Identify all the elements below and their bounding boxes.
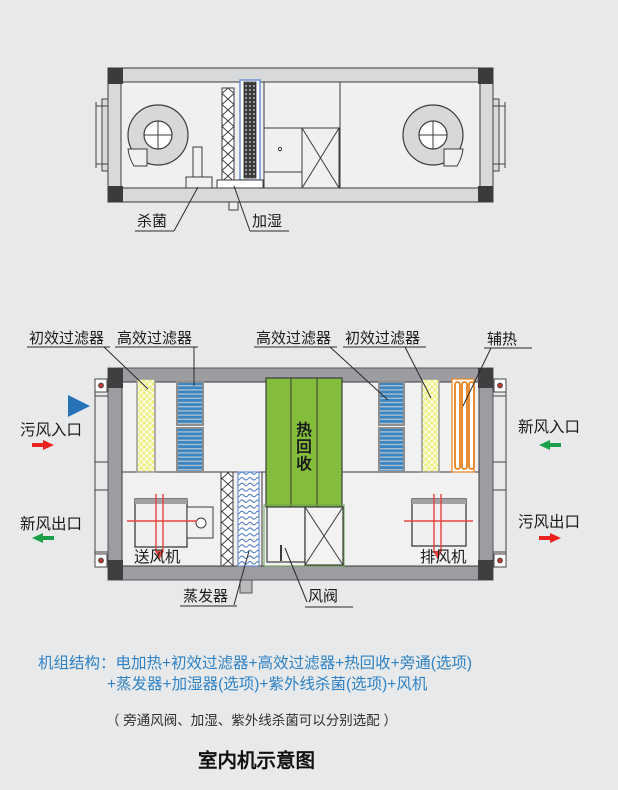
callout-hepa-filter-right: 高效过滤器 — [254, 330, 389, 401]
side-view-diagram: 杀菌 加湿 — [95, 67, 506, 232]
corner-block — [478, 560, 493, 580]
pre-filter-right — [421, 378, 440, 473]
fresh-air-inlet-arrow — [539, 440, 561, 450]
hepa-filter-left-label: 高效过滤器 — [117, 330, 192, 347]
flow-direction-triangle — [68, 395, 90, 417]
fan-scroll-right — [402, 104, 464, 167]
pre-filter-left-label: 初效过滤器 — [29, 330, 104, 347]
pre-filter-right-label: 初效过滤器 — [345, 330, 420, 347]
fresh-air-outlet-label: 新风出口 — [20, 515, 82, 533]
humidifier-frame-truss — [221, 87, 235, 181]
sterilize-label: 杀菌 — [137, 213, 167, 230]
callout-aux-heater: 辅热 — [462, 331, 532, 407]
heat-recovery-char-2: 回 — [296, 438, 312, 456]
unit-structure-line-1: 机组结构：电加热+初效过滤器+高效过滤器+热回收+旁通(选项) — [38, 655, 473, 672]
heat-recovery-core: 热 回 收 — [265, 377, 343, 508]
drain-stub — [239, 579, 253, 594]
callout-sterilize: 杀菌 — [135, 186, 199, 232]
callout-pre-filter-left: 初效过滤器 — [27, 330, 149, 390]
left-duct-flange — [95, 98, 109, 172]
bolt — [94, 378, 108, 393]
callout-evaporator: 蒸发器 — [180, 550, 250, 607]
corner-block — [108, 186, 123, 202]
corner-block — [478, 68, 493, 84]
heat-recovery-char-1: 热 — [296, 420, 312, 439]
supply-fan-label: 送风机 — [134, 548, 181, 566]
humidify-label: 加湿 — [252, 213, 282, 230]
aux-heater-coil — [451, 378, 475, 473]
callout-humidify: 加湿 — [233, 185, 289, 232]
callout-air-valve: 风阀 — [284, 547, 353, 608]
evaporator-label: 蒸发器 — [183, 588, 228, 605]
dirty-air-inlet-arrow — [32, 440, 54, 450]
dirty-air-inlet-label: 污风入口 — [20, 421, 82, 439]
callout-hepa-filter-left: 高效过滤器 — [115, 330, 198, 386]
side-section-dividers — [263, 82, 341, 189]
bolt — [493, 378, 507, 393]
callout-pre-filter-right: 初效过滤器 — [343, 330, 432, 399]
corner-block — [478, 186, 493, 202]
fan-crosshair — [127, 494, 197, 551]
bypass-damper-section — [263, 504, 345, 567]
fresh-air-outlet-arrow — [32, 533, 54, 543]
unit-structure-line-2: +蒸发器+加湿器(选项)+紫外线杀菌(选项)+风机 — [107, 676, 428, 693]
humidifier-base-pan — [216, 179, 264, 189]
drain-stub — [228, 201, 239, 211]
bolt — [94, 553, 108, 568]
corner-block — [108, 368, 123, 388]
corner-block — [108, 68, 123, 84]
humidifier-media — [239, 79, 261, 181]
pre-filter-left — [136, 378, 156, 473]
plan-view-diagram: 热 回 收 送风机 — [20, 330, 580, 608]
fan-crosshair — [404, 494, 473, 551]
bolt — [493, 553, 507, 568]
corner-block — [478, 368, 493, 388]
diagram-title: 室内机示意图 — [198, 750, 316, 772]
dirty-air-outlet-arrow — [539, 533, 561, 543]
dirty-air-outlet-label: 污风出口 — [518, 513, 580, 531]
evaporator-frame-truss — [220, 471, 234, 567]
aux-heater-label: 辅热 — [487, 331, 517, 348]
hepa-filter-left — [176, 381, 204, 473]
supply-fan: 送风机 — [127, 494, 214, 566]
exhaust-fan-label: 排风机 — [420, 548, 467, 566]
evaporator-coil — [237, 471, 260, 567]
right-panel-flange — [493, 378, 507, 568]
left-panel-flange — [94, 378, 108, 568]
fan-scroll-left — [127, 104, 189, 167]
hepa-filter-right-label: 高效过滤器 — [256, 330, 331, 347]
corner-block — [108, 560, 123, 580]
right-duct-flange — [492, 98, 506, 172]
heat-recovery-char-3: 收 — [296, 454, 312, 473]
options-note: （ 旁通风阀、加湿、紫外线杀菌可以分别选配 ） — [106, 713, 398, 728]
uv-sterilizer-device — [185, 146, 213, 189]
exhaust-fan: 排风机 — [404, 494, 473, 566]
fresh-air-inlet-label: 新风入口 — [518, 418, 580, 436]
hepa-filter-right — [378, 381, 405, 473]
air-valve-label: 风阀 — [308, 588, 338, 605]
